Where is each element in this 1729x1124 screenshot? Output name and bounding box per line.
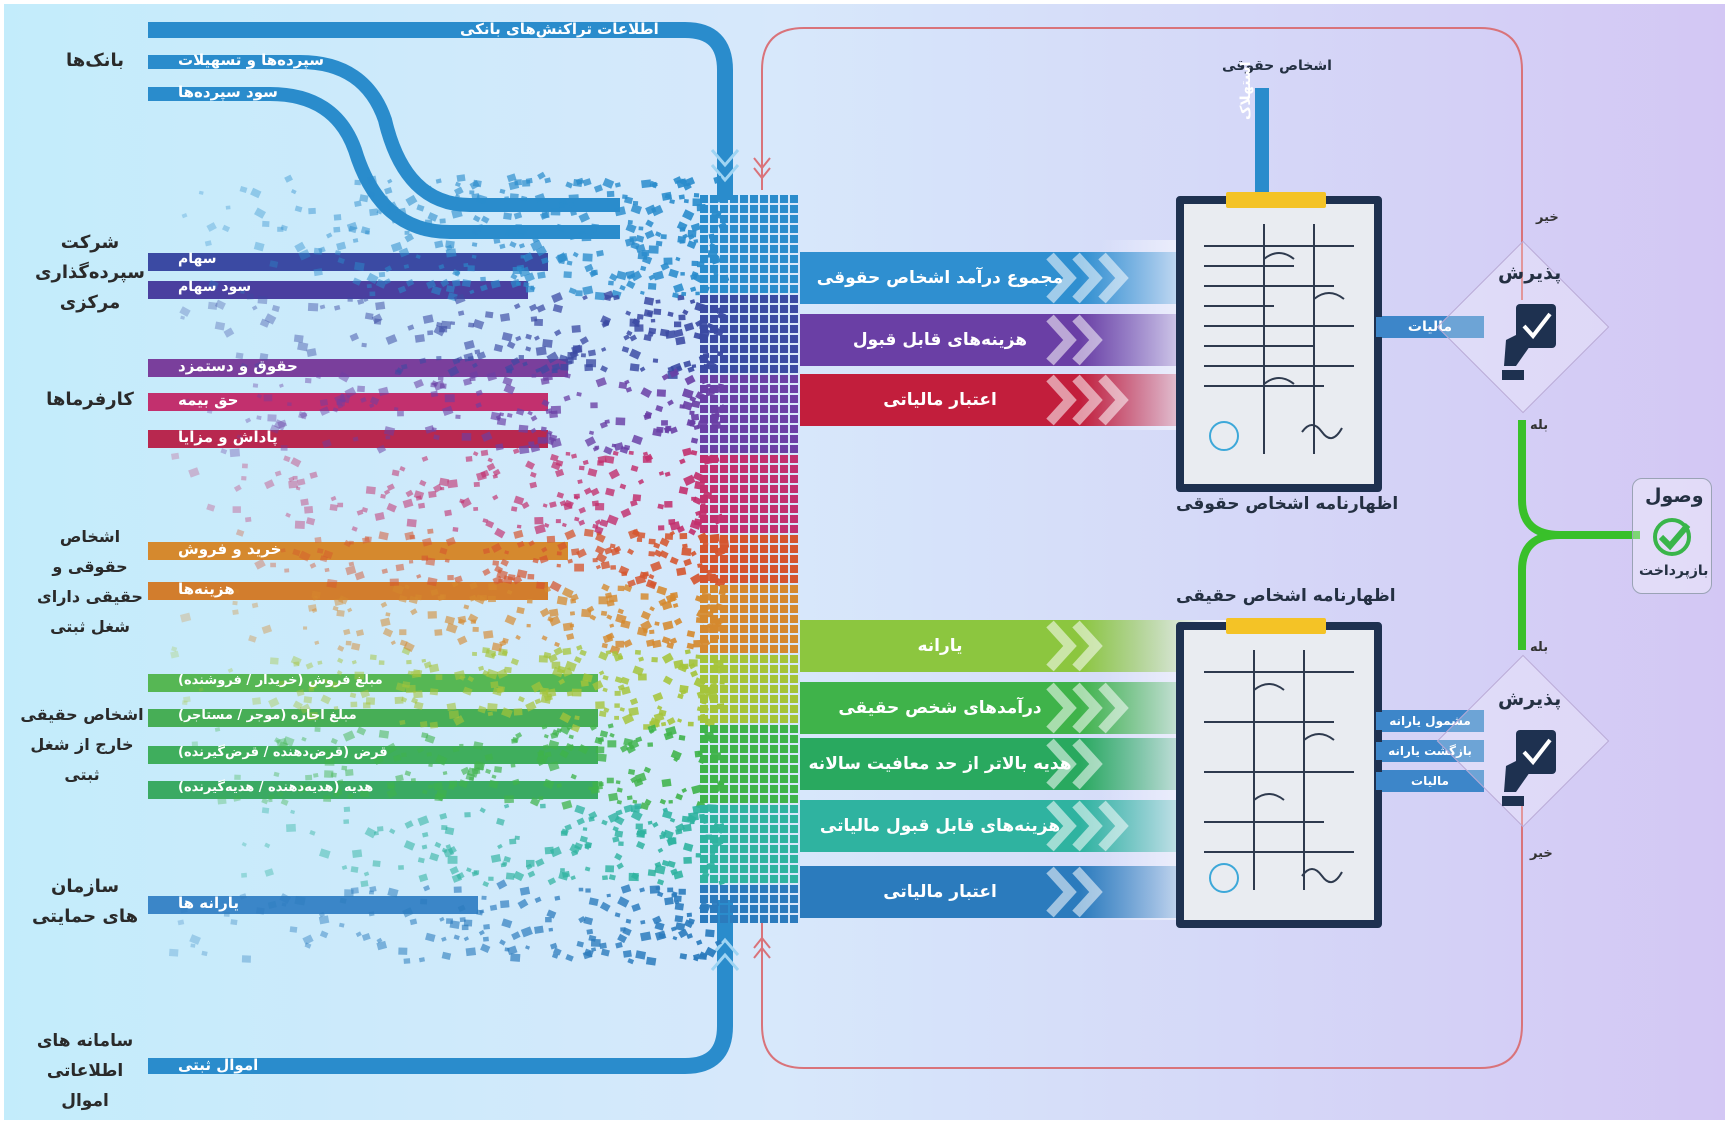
stream-insurance: حق بیمه (178, 391, 239, 409)
legal-entity-top-label: اشخاص حقوقی (1222, 58, 1332, 74)
band-natural-gift: هدیه بالاتر از حد معافیت سالانه (800, 738, 1200, 790)
stream-share-dividend: سود سهام (178, 279, 252, 295)
stream-deposits-loans: سپرده‌ها و تسهیلات (178, 51, 324, 69)
check-icon (1653, 518, 1691, 556)
feedback-loop-bottom (761, 800, 1523, 1069)
band-legal-tax-credit: اعتبار مالیاتی (800, 374, 1200, 426)
tag-tax-natural: مالیات (1376, 772, 1484, 790)
stream-gift: هدیه (هدیه‌دهنده / هدیه‌گیرنده) (178, 780, 374, 795)
tag-subsidy-return: بازگشت یارانه (1376, 742, 1484, 760)
seal-icon (1209, 863, 1239, 893)
yes-connector-bottom (1518, 531, 1561, 650)
no-label-bottom: خیر (1530, 846, 1553, 861)
stream-shares: سهام (178, 251, 217, 267)
stream-trade: خرید و فروش (178, 540, 282, 558)
stream-bonus: پاداش و مزایا (178, 428, 278, 446)
stream-salary: حقوق و دستمزد (178, 357, 298, 375)
band-legal-acceptable-costs: هزینه‌های قابل قبول (800, 314, 1200, 366)
natural-form-contents (1204, 650, 1354, 893)
stream-costs: هزینه‌ها (178, 580, 235, 598)
stream-bank-transactions: اطلاعات تراکنش‌های بانکی (460, 20, 659, 38)
stream-sale-amount: مبلغ فروش (خریدار / فروشنده) (178, 673, 383, 688)
hand-check-icon (1502, 730, 1556, 806)
signature-icon (1301, 424, 1343, 439)
outcome-subtitle: بازپرداخت (1639, 563, 1709, 579)
accept-label-natural: پذیرش (1498, 688, 1562, 710)
legal-form-title: اظهارنامه اشخاص حقوقی (1176, 494, 1399, 514)
source-employers: کارفرما‌ها (46, 389, 134, 410)
band-natural-acceptable-costs: هزینه‌های قابل قبول مالیاتی (800, 800, 1200, 852)
source-unregistered-person: اشخاص حقیقی خارج از شغل ثبتی (20, 705, 144, 784)
source-support-orgs: سازمان های حمایتی (31, 876, 139, 927)
yes-label-bottom: بله (1530, 640, 1549, 655)
legal-tax-return-form (1176, 192, 1382, 492)
source-property-system: سامانه های اطلاعاتی اموال (36, 1031, 134, 1111)
source-depository: شرکت سپرده‌گذاری مرکزی (34, 232, 145, 313)
outcome-title: وصول (1645, 485, 1704, 507)
bank-flow-line (148, 22, 733, 200)
yes-label-top: بله (1530, 418, 1549, 433)
stream-loan: قرض (قرض‌دهنده / قرض‌گیرنده) (178, 745, 388, 760)
depreciation-label: استهلاک (1238, 61, 1254, 121)
stream-registered-property: اموال ثبتی (178, 1056, 259, 1074)
source-banks: بانک‌ها (66, 50, 124, 71)
outcome-box: وصول بازپرداخت (1632, 478, 1712, 594)
chevron-arrow-icon (1046, 252, 1129, 918)
source-streams (148, 253, 598, 914)
band-natural-subsidy: یارانه (800, 620, 1200, 672)
no-label-top: خیر (1536, 210, 1559, 225)
depreciation-stream (1255, 88, 1269, 198)
tag-subsidy-eligible: مشمول یارانه (1376, 712, 1484, 730)
clipboard-clip (1226, 192, 1326, 208)
source-registered-business: اشخاص حقوقی و حقیقی دارای شغل ثبتی (37, 527, 143, 636)
band-natural-income: درآمدهای شخص حقیقی (800, 682, 1200, 734)
band-natural-tax-credit: اعتبار مالیاتی (800, 866, 1200, 918)
natural-tax-return-form (1176, 618, 1382, 928)
legal-form-contents (1204, 224, 1354, 454)
tag-tax-legal: مالیات (1376, 317, 1484, 337)
accept-label-legal: پذیرش (1498, 262, 1562, 284)
data-pixel-scatter (168, 171, 798, 966)
stream-deposit-interest: سود سپرده‌ها (178, 83, 278, 101)
signature-icon (1301, 868, 1343, 883)
feedback-loop-top (761, 27, 1523, 300)
hand-check-icon (1502, 304, 1556, 380)
seal-icon (1209, 421, 1239, 451)
clipboard-clip (1226, 618, 1326, 634)
band-legal-income: مجموع درآمد اشخاص حقوقی (800, 252, 1200, 304)
property-flow-line (148, 900, 733, 1074)
stream-subsidies: یارانه ها (178, 894, 240, 912)
stream-rent-amount: مبلغ اجاره (موجر / مستاجر) (178, 708, 357, 723)
natural-form-title: اظهارنامه اشخاص حقیقی (1176, 586, 1396, 606)
